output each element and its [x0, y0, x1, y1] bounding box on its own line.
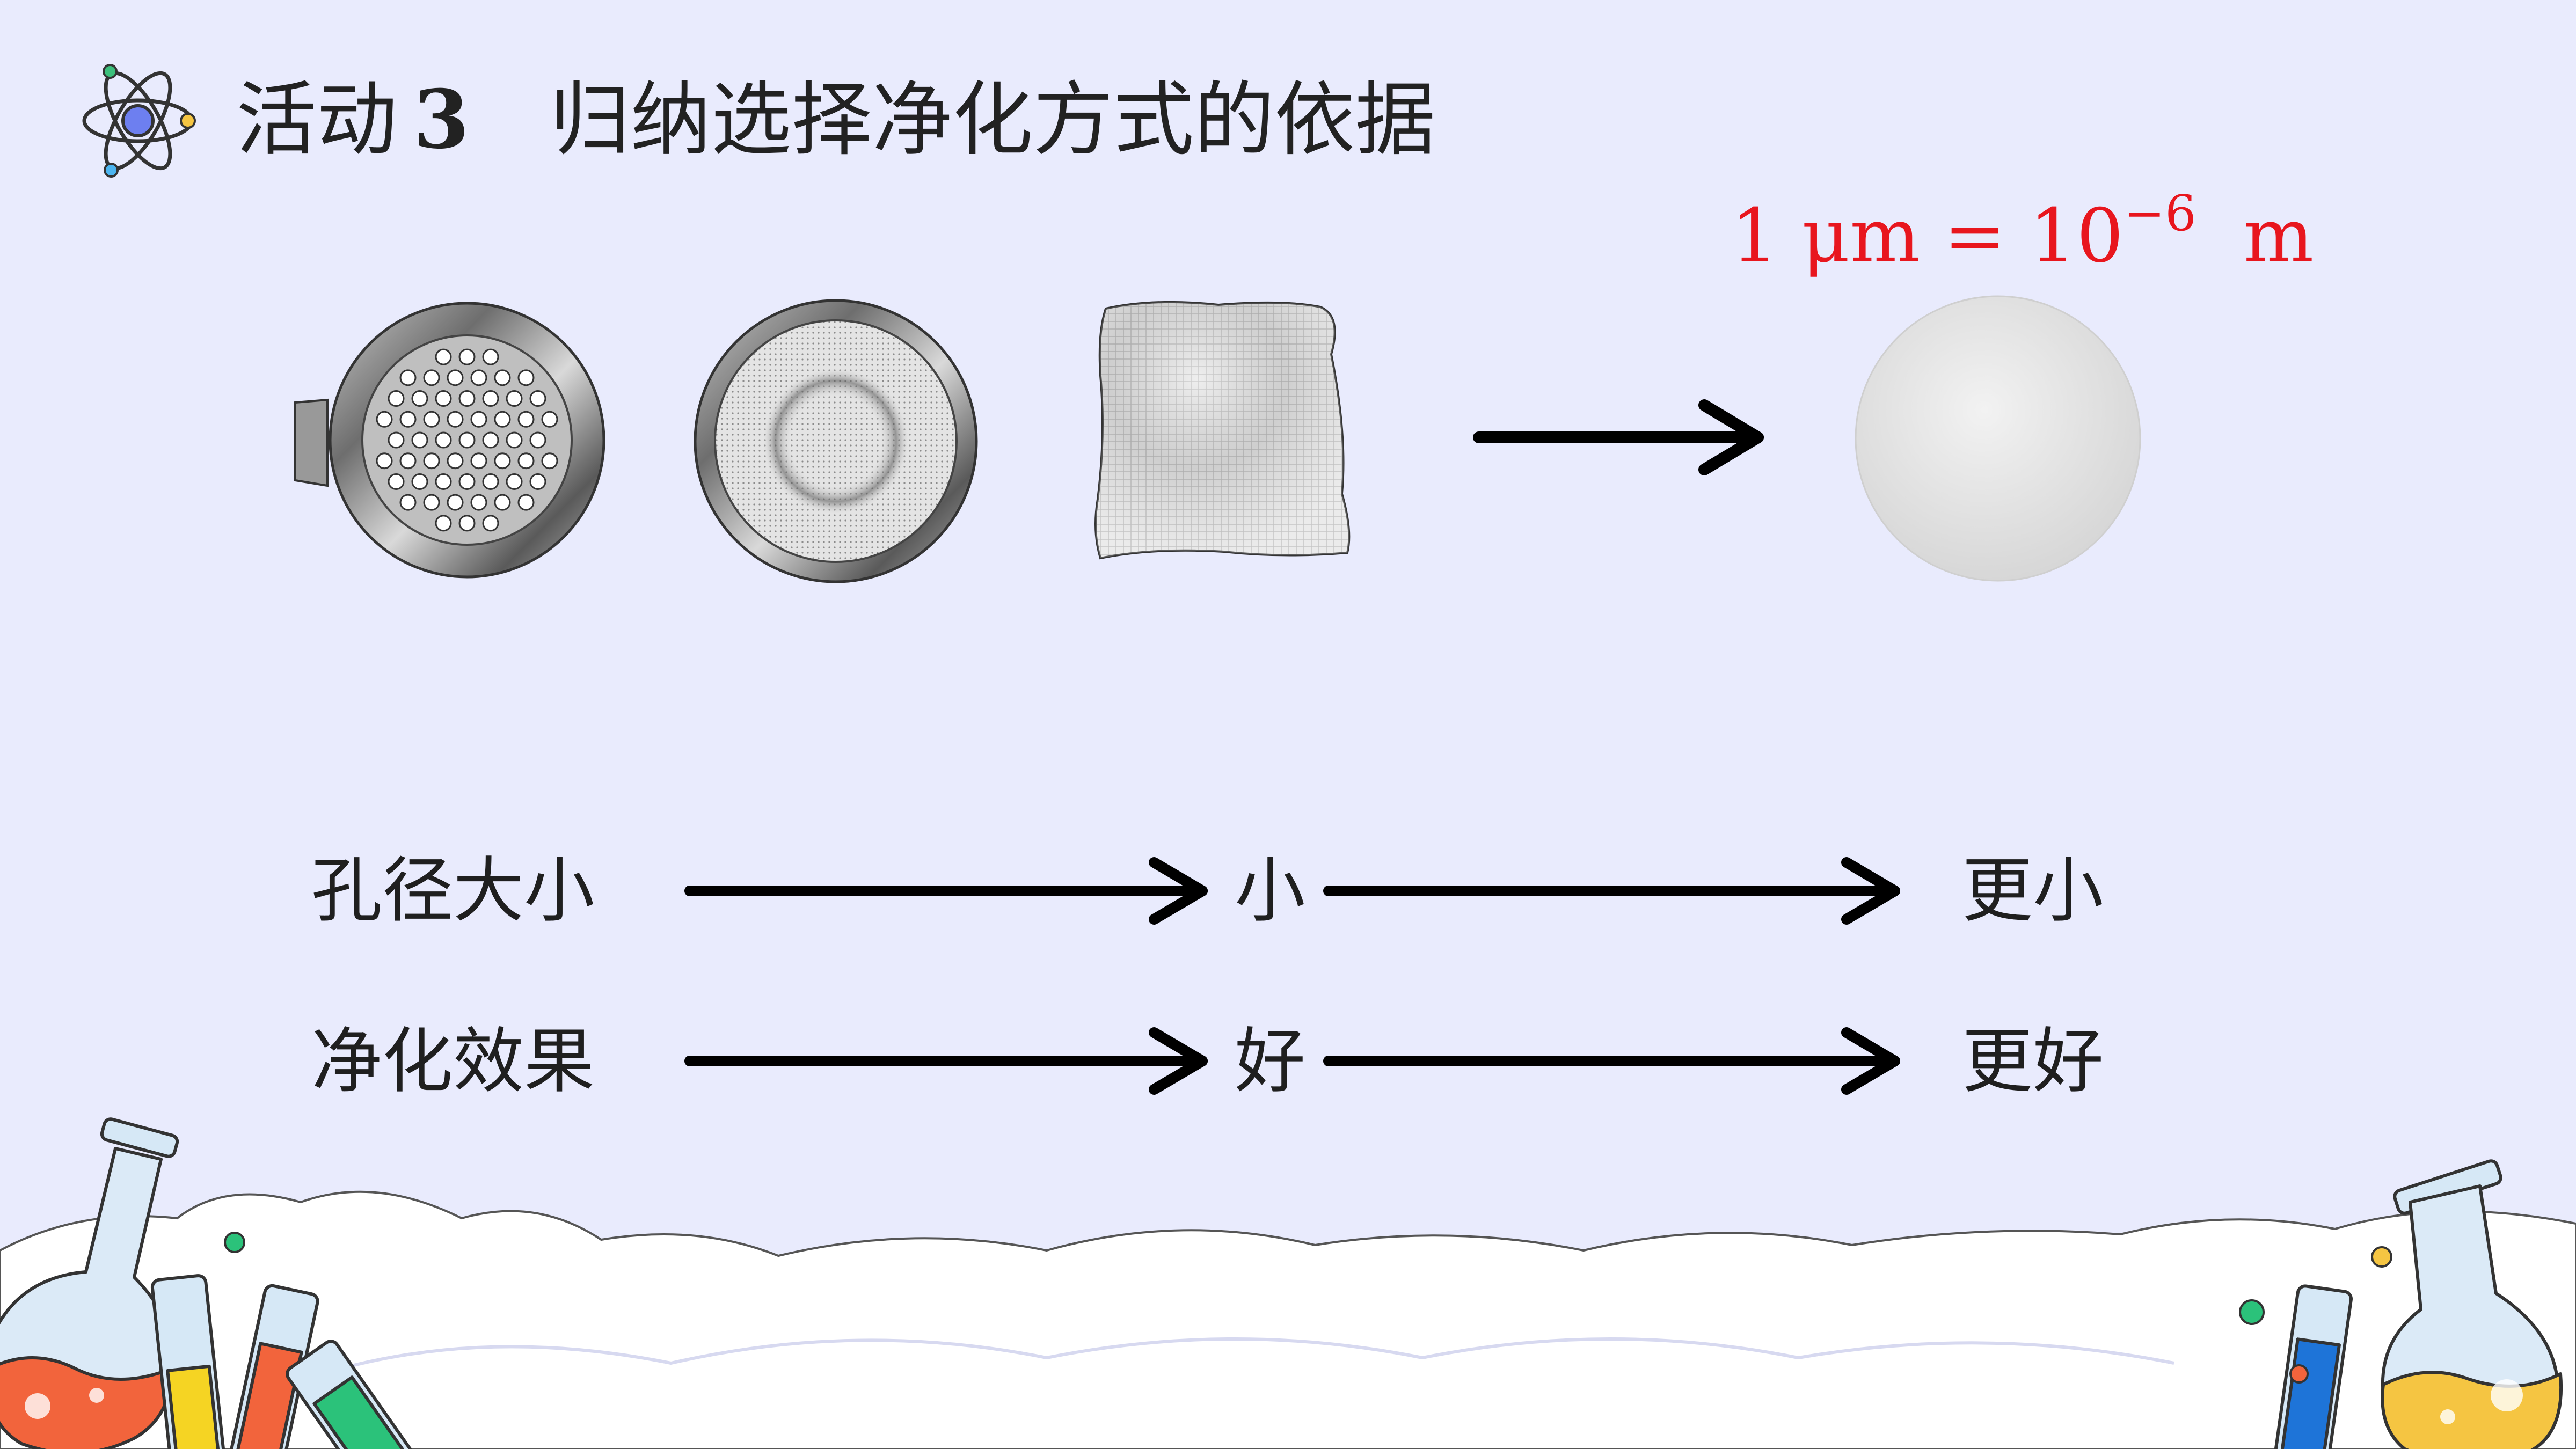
sieve-hole [494, 411, 511, 428]
sieve-hole [411, 390, 428, 407]
sieve-hole [482, 348, 499, 365]
arrow-right-icon [1323, 1027, 1900, 1095]
row-label-pore-size: 孔径大小 [311, 850, 595, 932]
title-text: 归纳选择净化方式的依据 [550, 74, 1436, 167]
sieve-hole [435, 348, 452, 365]
row2-end: 更好 [1962, 1020, 2104, 1103]
sieve-hole [470, 452, 487, 470]
sieve-hole [470, 494, 487, 511]
sieve-hole [399, 494, 417, 511]
sieve-hole [529, 390, 546, 407]
formula-unit: m [2243, 193, 2314, 279]
sieve-hole [458, 473, 476, 490]
sieve-hole [447, 369, 464, 386]
sieve-hole [447, 452, 464, 470]
row2-mid: 好 [1235, 1020, 1305, 1103]
row-label-purification-effect: 净化效果 [311, 1020, 595, 1103]
sieve-hole [482, 431, 499, 449]
arrow-right-icon [1473, 399, 1764, 475]
lab-glassware-decoration [0, 1117, 2576, 1449]
atom-icon [82, 64, 196, 178]
arrow-right-icon [684, 1027, 1208, 1095]
cloth-icon [1094, 301, 1351, 560]
formula-exponent: −6 [2123, 185, 2196, 242]
sieve-hole [470, 411, 487, 428]
sieve-hole [482, 390, 499, 407]
sieve-hole [541, 411, 558, 428]
sieve-icon [294, 302, 605, 579]
sieve-hole [423, 494, 440, 511]
title-activity: 活动 [236, 74, 398, 167]
sieve-hole [482, 515, 499, 532]
unit-formula: 1 μm = 10−6 m [1731, 185, 2314, 290]
sieve-hole [506, 473, 523, 490]
row1-end: 更小 [1962, 850, 2104, 932]
sieve-hole [470, 369, 487, 386]
sieve-hole [435, 390, 452, 407]
sieve-hole [435, 431, 452, 449]
sieve-hole [494, 494, 511, 511]
sieve-hole [388, 431, 405, 449]
sieve-hole [458, 348, 476, 365]
sieve-hole [423, 411, 440, 428]
sieve-hole [423, 452, 440, 470]
sieve-hole [411, 431, 428, 449]
sieve-hole [494, 452, 511, 470]
sieve-hole [494, 369, 511, 386]
mesh-filter-icon [694, 299, 978, 583]
sieve-hole [517, 494, 535, 511]
sieve-hole [399, 452, 417, 470]
sieve-hole [376, 452, 393, 470]
sieve-hole [423, 369, 440, 386]
row1-mid: 小 [1235, 850, 1305, 932]
sieve-hole [529, 431, 546, 449]
sieve-hole [388, 390, 405, 407]
sieve-hole [388, 473, 405, 490]
sieve-hole [376, 411, 393, 428]
sieve-hole [482, 473, 499, 490]
formula-lhs: 1 μm = 10 [1731, 193, 2124, 279]
sieve-hole [411, 473, 428, 490]
sieve-hole [517, 452, 535, 470]
sieve-hole [541, 452, 558, 470]
sieve-hole [447, 411, 464, 428]
filter-paper-icon [1855, 295, 2141, 582]
sieve-hole [399, 369, 417, 386]
sieve-hole [435, 473, 452, 490]
arrow-right-icon [1323, 857, 1900, 925]
sieve-hole [517, 411, 535, 428]
arrow-right-icon [684, 857, 1208, 925]
sieve-hole [506, 431, 523, 449]
sieve-hole [458, 515, 476, 532]
sieve-hole [458, 431, 476, 449]
sieve-hole [435, 515, 452, 532]
sieve-hole [517, 369, 535, 386]
sieve-hole [458, 390, 476, 407]
sieve-hole [529, 473, 546, 490]
sieve-hole [447, 494, 464, 511]
title-number: 3 [413, 72, 470, 167]
sieve-hole [399, 411, 417, 428]
sieve-hole [506, 390, 523, 407]
